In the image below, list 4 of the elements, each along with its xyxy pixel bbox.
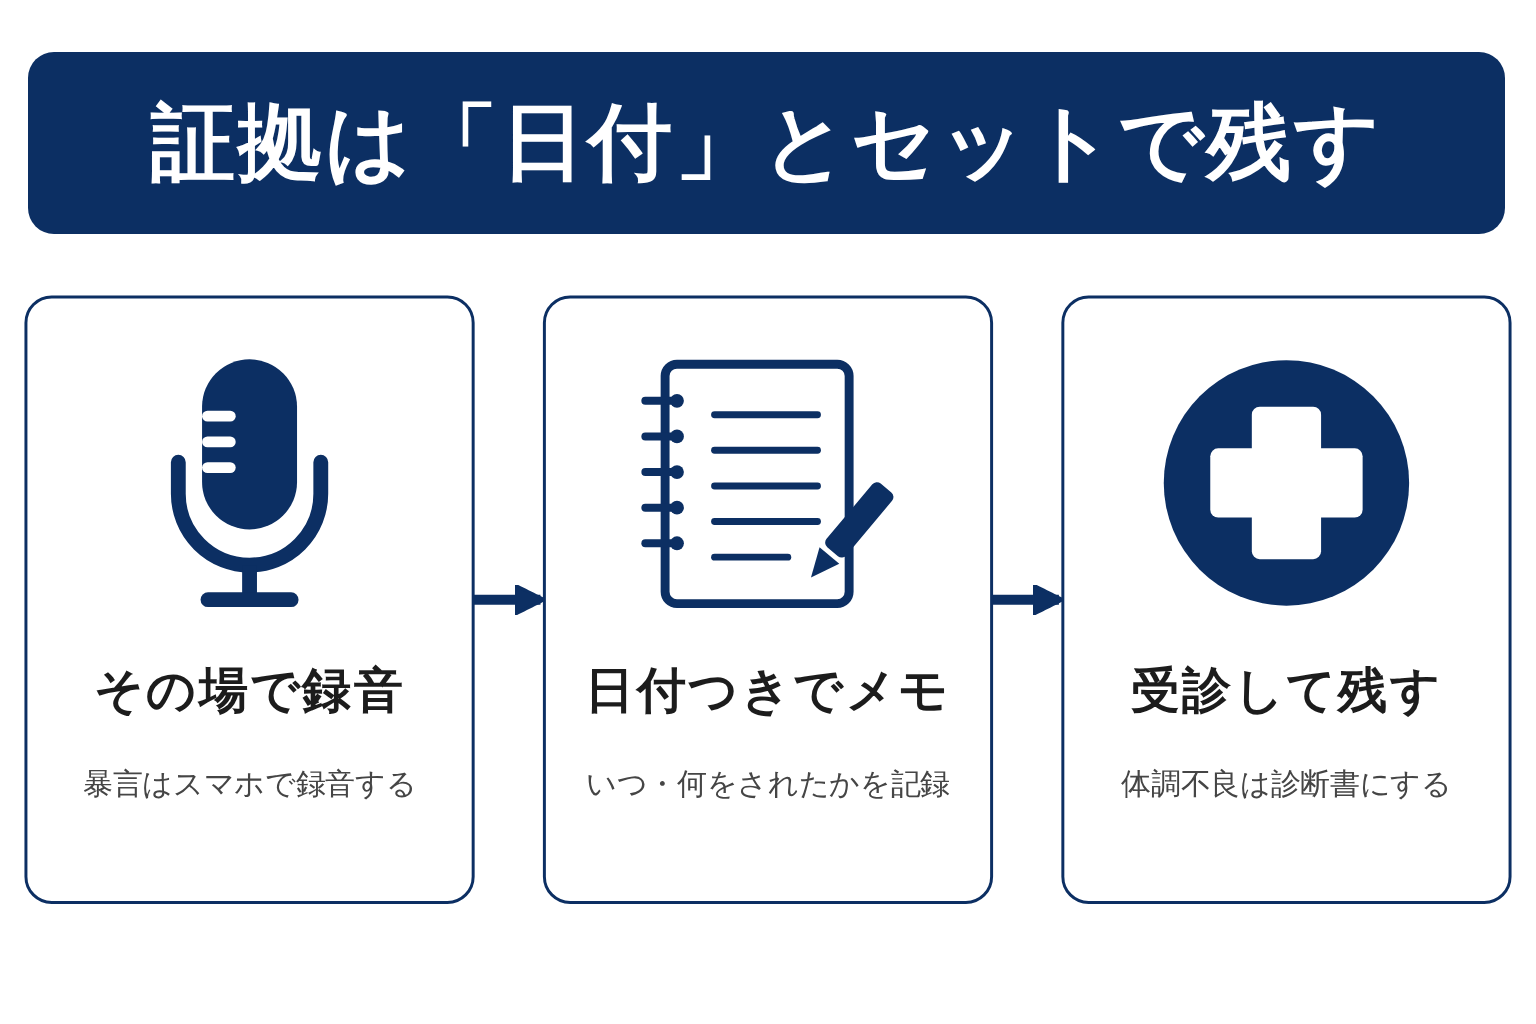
node-box: 日付つきでメモ いつ・何をされたかを記録 bbox=[542, 295, 994, 905]
title-banner: 証拠は「日付」とセットで残す bbox=[28, 52, 1505, 234]
node-box: その場で録音 暴言はスマホで録音する bbox=[24, 295, 475, 905]
node-box: 受診して残す 体調不良は診断書にする bbox=[1061, 295, 1512, 905]
